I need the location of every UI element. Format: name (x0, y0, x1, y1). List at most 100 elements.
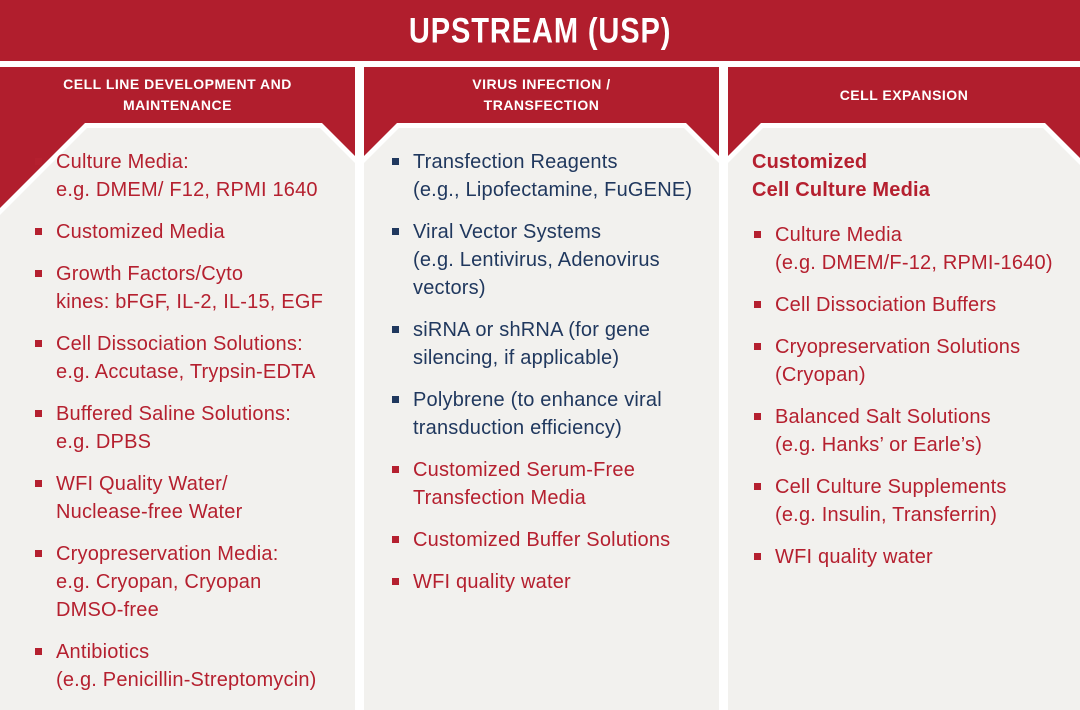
title-banner: UPSTREAM (USP) (0, 0, 1080, 61)
column-header-line: MAINTENANCE (123, 97, 232, 113)
list-item: WFI Quality Water/Nuclease-free Water (33, 470, 349, 526)
intro-line: Customized (752, 151, 868, 173)
bullet-square-icon (35, 340, 42, 347)
item-line: (Cryopan) (775, 364, 866, 386)
list-item: Balanced Salt Solutions(e.g. Hanks’ or E… (752, 403, 1074, 459)
column-header-line: CELL EXPANSION (839, 86, 969, 103)
item-text: Growth Factors/Cyto kines: bFGF, IL-2, IL… (56, 260, 323, 316)
page-title: UPSTREAM (USP) (408, 10, 672, 50)
item-line: (e.g. Penicillin-Streptomycin) (56, 669, 317, 691)
item-line: WFI quality water (775, 546, 933, 568)
item-line: Cryopreservation Media: (56, 543, 279, 565)
item-line: Customized Buffer Solutions (413, 529, 671, 551)
item-line: kines: bFGF, IL-2, IL-15, EGF (56, 291, 324, 313)
item-line: Culture Media (775, 224, 903, 246)
bullet-square-icon (392, 578, 399, 585)
item-text: Cell Dissociation Buffers (775, 291, 996, 319)
item-text: WFI quality water (775, 543, 933, 571)
list-item: Culture Media (e.g. DMEM/F-12, RPMI-1640) (752, 221, 1074, 277)
column-header-line: VIRUS INFECTION / (472, 76, 611, 92)
list-item: Antibiotics (e.g. Penicillin-Streptomycin… (33, 638, 349, 694)
item-line: Transfection Reagents (413, 151, 618, 173)
item-line: (e.g., Lipofectamine, FuGENE) (413, 179, 693, 201)
item-line: e.g. DMEM/ F12, RPMI 1640 (56, 179, 318, 201)
list-item: Culture Media: e.g. DMEM/ F12, RPMI 1640 (33, 148, 349, 204)
bullet-square-icon (754, 413, 761, 420)
panel-background (0, 123, 355, 710)
item-line: e.g. Accutase, Trypsin-EDTA (56, 361, 316, 383)
item-line: Buffered Saline Solutions: (56, 403, 291, 425)
item-text: Culture Media: e.g. DMEM/ F12, RPMI 1640 (56, 148, 318, 204)
item-line: (e.g. DMEM/F-12, RPMI-1640) (775, 252, 1053, 274)
column-header: CELL EXPANSION (728, 67, 1080, 123)
panel-background (364, 123, 719, 710)
list-item: Cell Culture Supplements(e.g. Insulin, T… (752, 473, 1074, 529)
bullet-square-icon (392, 158, 399, 165)
item-line: transduction efficiency) (413, 417, 622, 439)
list-item: Cryopreservation Solutions (Cryopan) (752, 333, 1074, 389)
bullet-square-icon (35, 158, 42, 165)
item-list: Transfection Reagents (e.g., Lipofectamin… (364, 123, 719, 710)
item-line: vectors) (413, 277, 486, 299)
item-line: Customized Serum-Free (413, 459, 636, 481)
bullet-square-icon (392, 228, 399, 235)
item-text: Balanced Salt Solutions(e.g. Hanks’ or E… (775, 403, 991, 459)
list-item: Cell Dissociation Solutions: e.g. Accutas… (33, 330, 349, 386)
item-line: WFI Quality Water/ (56, 473, 228, 495)
bullet-square-icon (754, 343, 761, 350)
item-line: Nuclease-free Water (56, 501, 243, 523)
column-2: VIRUS INFECTION / TRANSFECTION Transfecti… (364, 67, 719, 710)
item-text: Culture Media (e.g. DMEM/F-12, RPMI-1640) (775, 221, 1053, 277)
bullet-square-icon (754, 301, 761, 308)
item-line: Growth Factors/Cyto (56, 263, 244, 285)
bullet-square-icon (35, 648, 42, 655)
item-line: WFI quality water (413, 571, 571, 593)
item-line: DMSO-free (56, 599, 159, 621)
item-line: siRNA or shRNA (for gene (413, 319, 651, 341)
bullet-square-icon (754, 231, 761, 238)
item-line: Customized Media (56, 221, 225, 243)
item-text: Antibiotics (e.g. Penicillin-Streptomycin… (56, 638, 317, 694)
list-item: WFI quality water (752, 543, 1074, 571)
bullet-square-icon (392, 396, 399, 403)
list-item: WFI quality water (390, 568, 713, 596)
item-text: Cryopreservation Media: e.g. Cryopan, Cry… (56, 540, 278, 624)
list-item: Cryopreservation Media: e.g. Cryopan, Cry… (33, 540, 349, 624)
bullet-square-icon (35, 270, 42, 277)
intro-line: Cell Culture Media (752, 179, 931, 201)
bullet-square-icon (35, 550, 42, 557)
list-item: Viral Vector Systems (e.g. Lentivirus, Ad… (390, 218, 713, 302)
list-item: Transfection Reagents (e.g., Lipofectamin… (390, 148, 713, 204)
item-text: Buffered Saline Solutions: e.g. DPBS (56, 400, 291, 456)
item-line: Cell Dissociation Solutions: (56, 333, 303, 355)
column-header: VIRUS INFECTION / TRANSFECTION (364, 67, 719, 123)
item-line: (e.g. Lentivirus, Adenovirus (413, 249, 660, 271)
item-line: Cryopreservation Solutions (775, 336, 1021, 358)
item-line: e.g. Cryopan, Cryopan (56, 571, 262, 593)
item-line: e.g. DPBS (56, 431, 152, 453)
column-header-line: TRANSFECTION (483, 97, 600, 113)
item-line: Viral Vector Systems (413, 221, 602, 243)
list-item: Customized Media (33, 218, 349, 246)
item-line: (e.g. Insulin, Transferrin) (775, 504, 998, 526)
item-line: Cell Dissociation Buffers (775, 294, 997, 316)
item-line: Antibiotics (56, 641, 150, 663)
bullet-square-icon (754, 483, 761, 490)
item-text: Customized Buffer Solutions (413, 526, 670, 554)
column-body: Transfection Reagents (e.g., Lipofectamin… (364, 123, 719, 710)
item-line: Culture Media: (56, 151, 189, 173)
list-item: Cell Dissociation Buffers (752, 291, 1074, 319)
item-text: Cryopreservation Solutions (Cryopan) (775, 333, 1020, 389)
item-text: Cell Culture Supplements(e.g. Insulin, T… (775, 473, 1007, 529)
bullet-square-icon (392, 326, 399, 333)
